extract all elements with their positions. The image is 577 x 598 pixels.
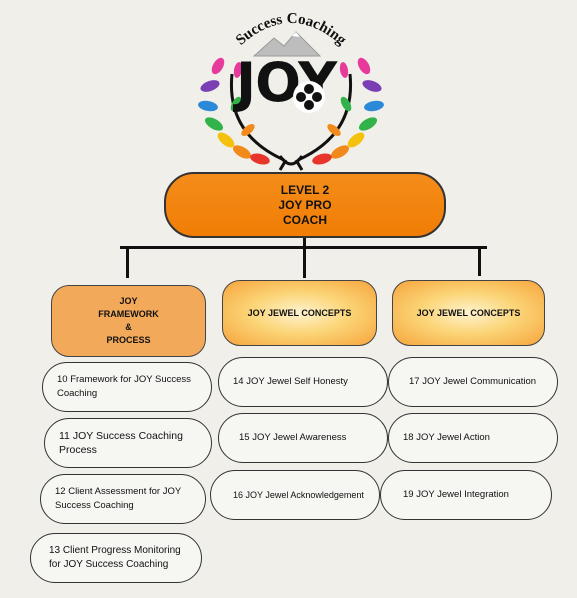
module-10-label: 10 Framework for JOY Success Coaching xyxy=(57,374,191,399)
level-2-joy-pro-coach-node: LEVEL 2 JOY PRO COACH xyxy=(164,172,446,238)
module-17-node: 17 JOY Jewel Communication xyxy=(388,357,558,407)
category-framework-process: JOY FRAMEWORK & PROCESS xyxy=(51,285,206,357)
module-18-node: 18 JOY Jewel Action xyxy=(388,413,558,463)
category-joy-jewel-concepts-b: JOY JEWEL CONCEPTS xyxy=(392,280,545,346)
laurel-wreath-icon: Success Coaching xyxy=(198,11,384,171)
module-19-label: 19 JOY Jewel Integration xyxy=(403,489,509,500)
top-node-line-1: LEVEL 2 xyxy=(280,182,330,197)
category-1-line-4: PROCESS xyxy=(106,335,151,345)
module-11-node: 11 JOY Success Coaching Process xyxy=(44,418,212,468)
module-13-node: 13 Client Progress Monitoring for JOY Su… xyxy=(30,533,202,583)
category-1-line-2: FRAMEWORK xyxy=(98,309,159,319)
category-2-label: JOY JEWEL CONCEPTS xyxy=(247,307,352,318)
module-15-node: 15 JOY Jewel Awareness xyxy=(218,413,388,463)
joy-success-coaching-logo: Success Coaching JOY xyxy=(196,4,386,174)
top-node-line-2: JOY PRO xyxy=(278,197,332,212)
connector-branch-3 xyxy=(478,246,481,276)
module-11-label: 11 JOY Success Coaching Process xyxy=(59,430,183,456)
module-14-node: 14 JOY Jewel Self Honesty xyxy=(218,357,388,407)
category-1-line-3: & xyxy=(125,322,132,332)
module-18-label: 18 JOY Jewel Action xyxy=(403,432,490,443)
connector-branch-1 xyxy=(126,246,129,278)
module-14-label: 14 JOY Jewel Self Honesty xyxy=(233,376,348,387)
category-3-label: JOY JEWEL CONCEPTS xyxy=(416,307,521,318)
module-19-node: 19 JOY Jewel Integration xyxy=(380,470,552,520)
module-13-label: 13 Client Progress Monitoring for JOY Su… xyxy=(49,545,181,570)
module-17-label: 17 JOY Jewel Communication xyxy=(409,376,537,387)
connector-branch-2 xyxy=(303,246,306,278)
flower-emblem-icon xyxy=(293,81,325,113)
module-16-node: 16 JOY Jewel Acknowledgement xyxy=(210,470,380,520)
module-12-node: 12 Client Assessment for JOY Success Coa… xyxy=(40,474,206,524)
category-1-line-1: JOY xyxy=(119,296,138,306)
module-12-label: 12 Client Assessment for JOY Success Coa… xyxy=(55,486,182,511)
category-joy-jewel-concepts-a: JOY JEWEL CONCEPTS xyxy=(222,280,377,346)
module-16-label: 16 JOY Jewel Acknowledgement xyxy=(233,490,364,500)
top-node-line-3: COACH xyxy=(283,212,327,227)
module-15-label: 15 JOY Jewel Awareness xyxy=(239,432,347,443)
connector-trunk xyxy=(303,238,306,248)
module-10-node: 10 Framework for JOY Success Coaching xyxy=(42,362,212,412)
